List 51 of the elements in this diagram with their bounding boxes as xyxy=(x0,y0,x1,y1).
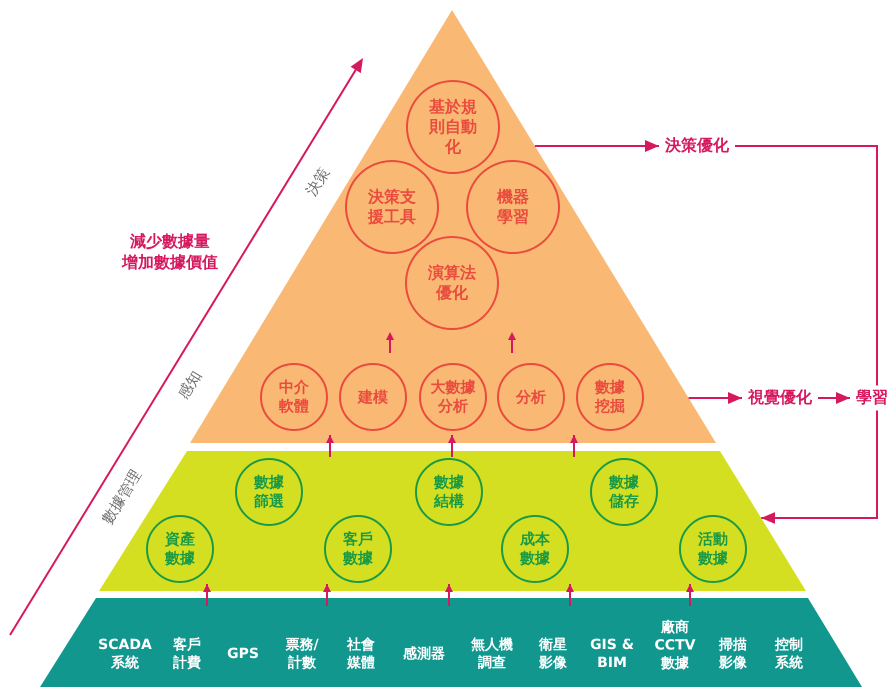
step-label: 視覺優化 xyxy=(742,386,818,410)
source-label: SCADA系統 xyxy=(97,636,153,672)
topic-circle: 演算法優化 xyxy=(405,236,499,330)
connector-line xyxy=(735,145,878,386)
note-text: 增加數據價值 xyxy=(122,252,218,274)
axis-label: 感知 xyxy=(174,367,206,403)
step-label: 決策優化 xyxy=(659,134,735,158)
topic-circle: 分析 xyxy=(497,363,565,431)
source-label: 社會媒體 xyxy=(346,636,376,672)
source-label: 感測器 xyxy=(402,644,446,664)
arrow xyxy=(326,435,334,457)
source-label: 無人機調查 xyxy=(470,636,514,672)
arrow xyxy=(448,435,456,457)
arrow xyxy=(534,140,659,152)
topic-circle: 機器學習 xyxy=(466,160,560,254)
topic-circle: 數據儲存 xyxy=(590,458,658,526)
source-label: 廠商CCTV數據 xyxy=(654,618,696,674)
source-label: 掃描影像 xyxy=(718,636,748,672)
arrow xyxy=(688,392,742,404)
arrow xyxy=(203,584,211,606)
source-label: 衛星影像 xyxy=(538,636,568,672)
arrow xyxy=(323,584,331,606)
source-label: 客戶計費 xyxy=(172,636,202,672)
pyramid-tier xyxy=(40,598,862,687)
topic-circle: 成本數據 xyxy=(501,515,569,583)
topic-circle: 活動數據 xyxy=(679,515,747,583)
topic-circle: 數據結構 xyxy=(415,458,483,526)
topic-circle: 決策支援工具 xyxy=(345,160,439,254)
topic-circle: 數據篩選 xyxy=(235,458,303,526)
source-label: GIS & BIM xyxy=(589,636,635,672)
arrow xyxy=(818,392,850,404)
topic-circle: 大數據分析 xyxy=(419,363,487,431)
topic-circle: 客戶數據 xyxy=(324,515,392,583)
pyramid-tier xyxy=(99,451,806,591)
topic-circle: 中介軟體 xyxy=(260,363,328,431)
step-label: 學習 xyxy=(850,386,893,410)
arrow xyxy=(570,435,578,457)
topic-circle: 數據挖掘 xyxy=(576,363,644,431)
source-label: 票務/計數 xyxy=(284,636,320,672)
arrow xyxy=(761,410,878,524)
note-text: 減少數據量 xyxy=(130,232,210,252)
arrow xyxy=(445,584,453,606)
arrow xyxy=(686,584,694,606)
arrow xyxy=(566,584,574,606)
topic-circle: 建模 xyxy=(339,363,407,431)
axis-label: 決策 xyxy=(302,164,334,200)
source-label: 控制系統 xyxy=(774,636,804,672)
topic-circle: 資產數據 xyxy=(146,515,214,583)
source-label: GPS xyxy=(226,644,260,664)
topic-circle: 基於規則自動化 xyxy=(406,80,500,174)
axis-label: 數據管理 xyxy=(98,466,146,528)
